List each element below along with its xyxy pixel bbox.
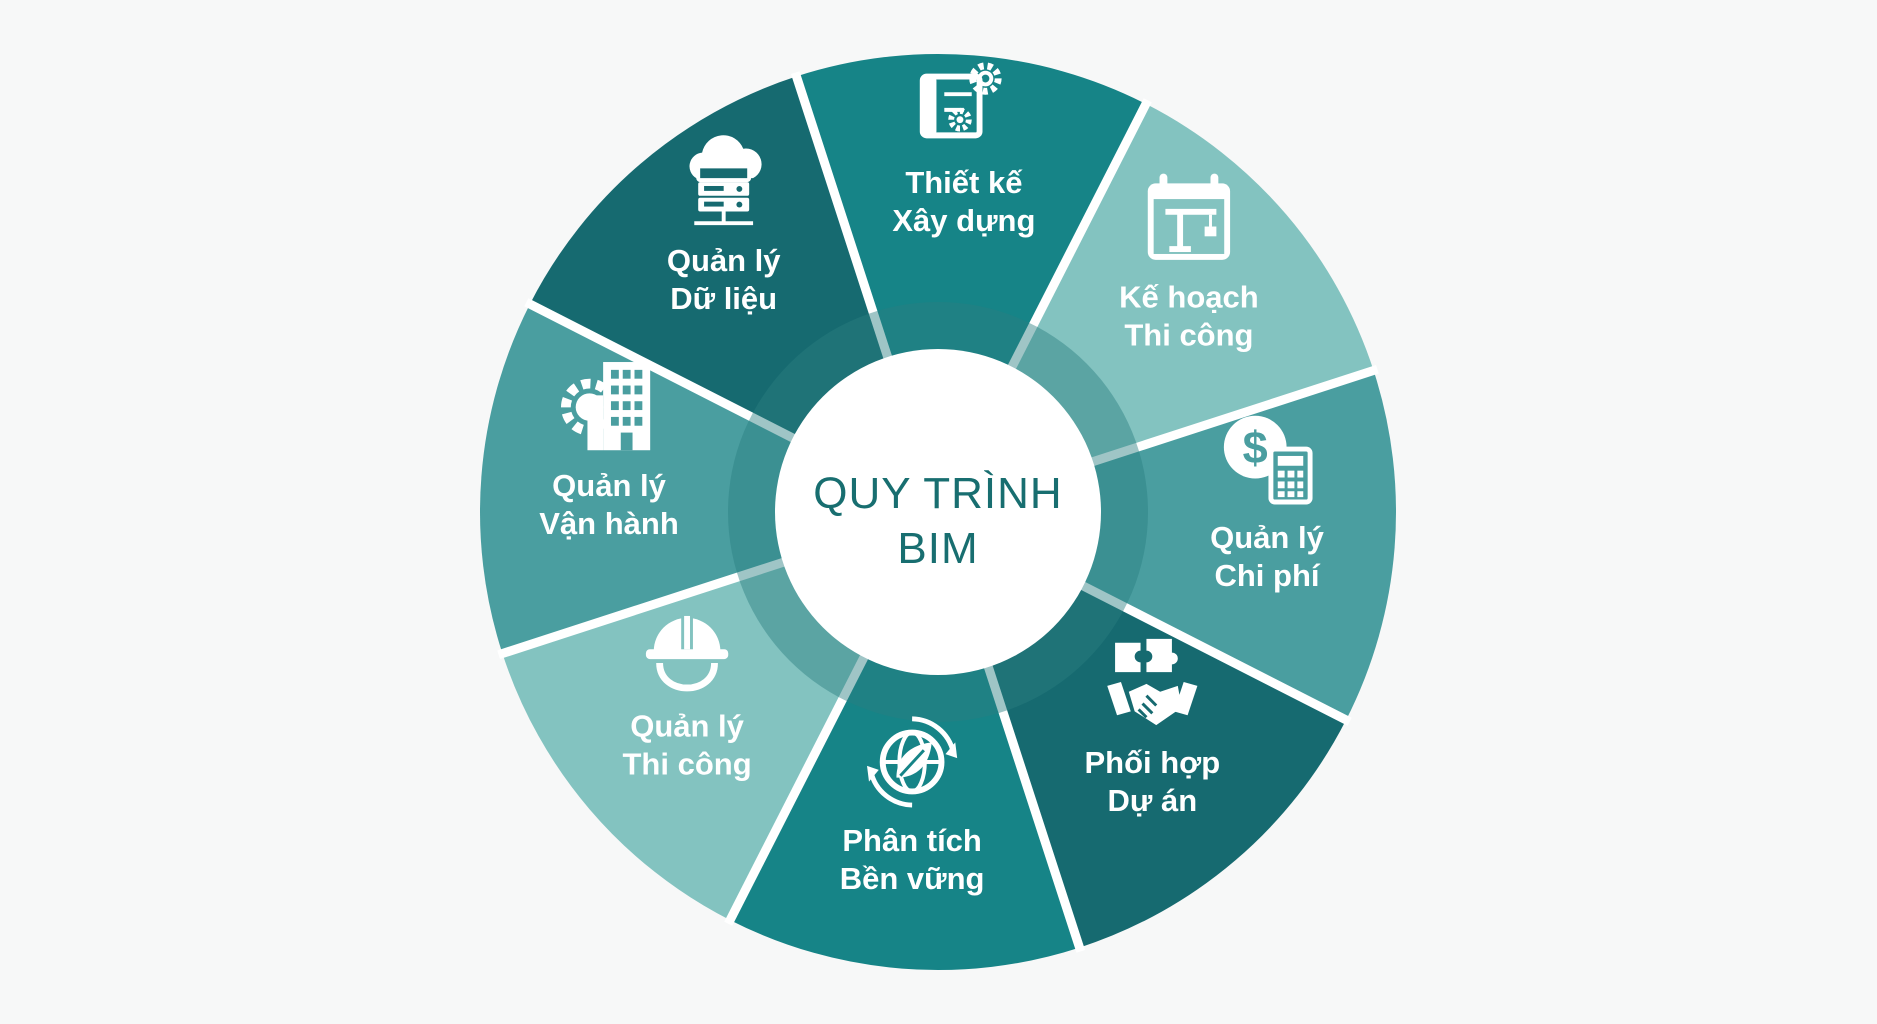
center-title-line1: QUY TRÌNH: [813, 469, 1062, 518]
segment-label-line2: Xây dựng: [892, 203, 1035, 238]
segment-label-line2: Dự án: [1108, 783, 1198, 818]
segment-label-line2: Thi công: [1124, 318, 1253, 353]
segment-label-line1: Quản lý: [630, 708, 744, 743]
segment-label-line1: Quản lý: [667, 243, 781, 278]
segment-label-line2: Bền vững: [840, 861, 985, 896]
segment-label-line2: Thi công: [622, 746, 751, 781]
center-title-line2: BIM: [897, 524, 978, 573]
segment-label-line1: Quản lý: [552, 468, 666, 503]
segment-label-line1: Thiết kế: [905, 165, 1023, 200]
segment-label-line2: Dữ liệu: [670, 281, 777, 316]
segment-label-line1: Phối hợp: [1084, 745, 1220, 780]
segment-wedge-1: [796, 54, 1146, 513]
segment-label-line1: Phân tích: [842, 823, 982, 858]
center-hub: [775, 349, 1101, 675]
calendar-crane-icon: [1146, 172, 1232, 262]
segment-label-line1: Quản lý: [1210, 520, 1324, 555]
segment-label-line1: Kế hoạch: [1119, 280, 1259, 315]
segment-label-line2: Vận hành: [539, 506, 679, 541]
segment-wedge-7: [479, 304, 938, 654]
segment-label-line2: Chi phí: [1214, 558, 1320, 593]
